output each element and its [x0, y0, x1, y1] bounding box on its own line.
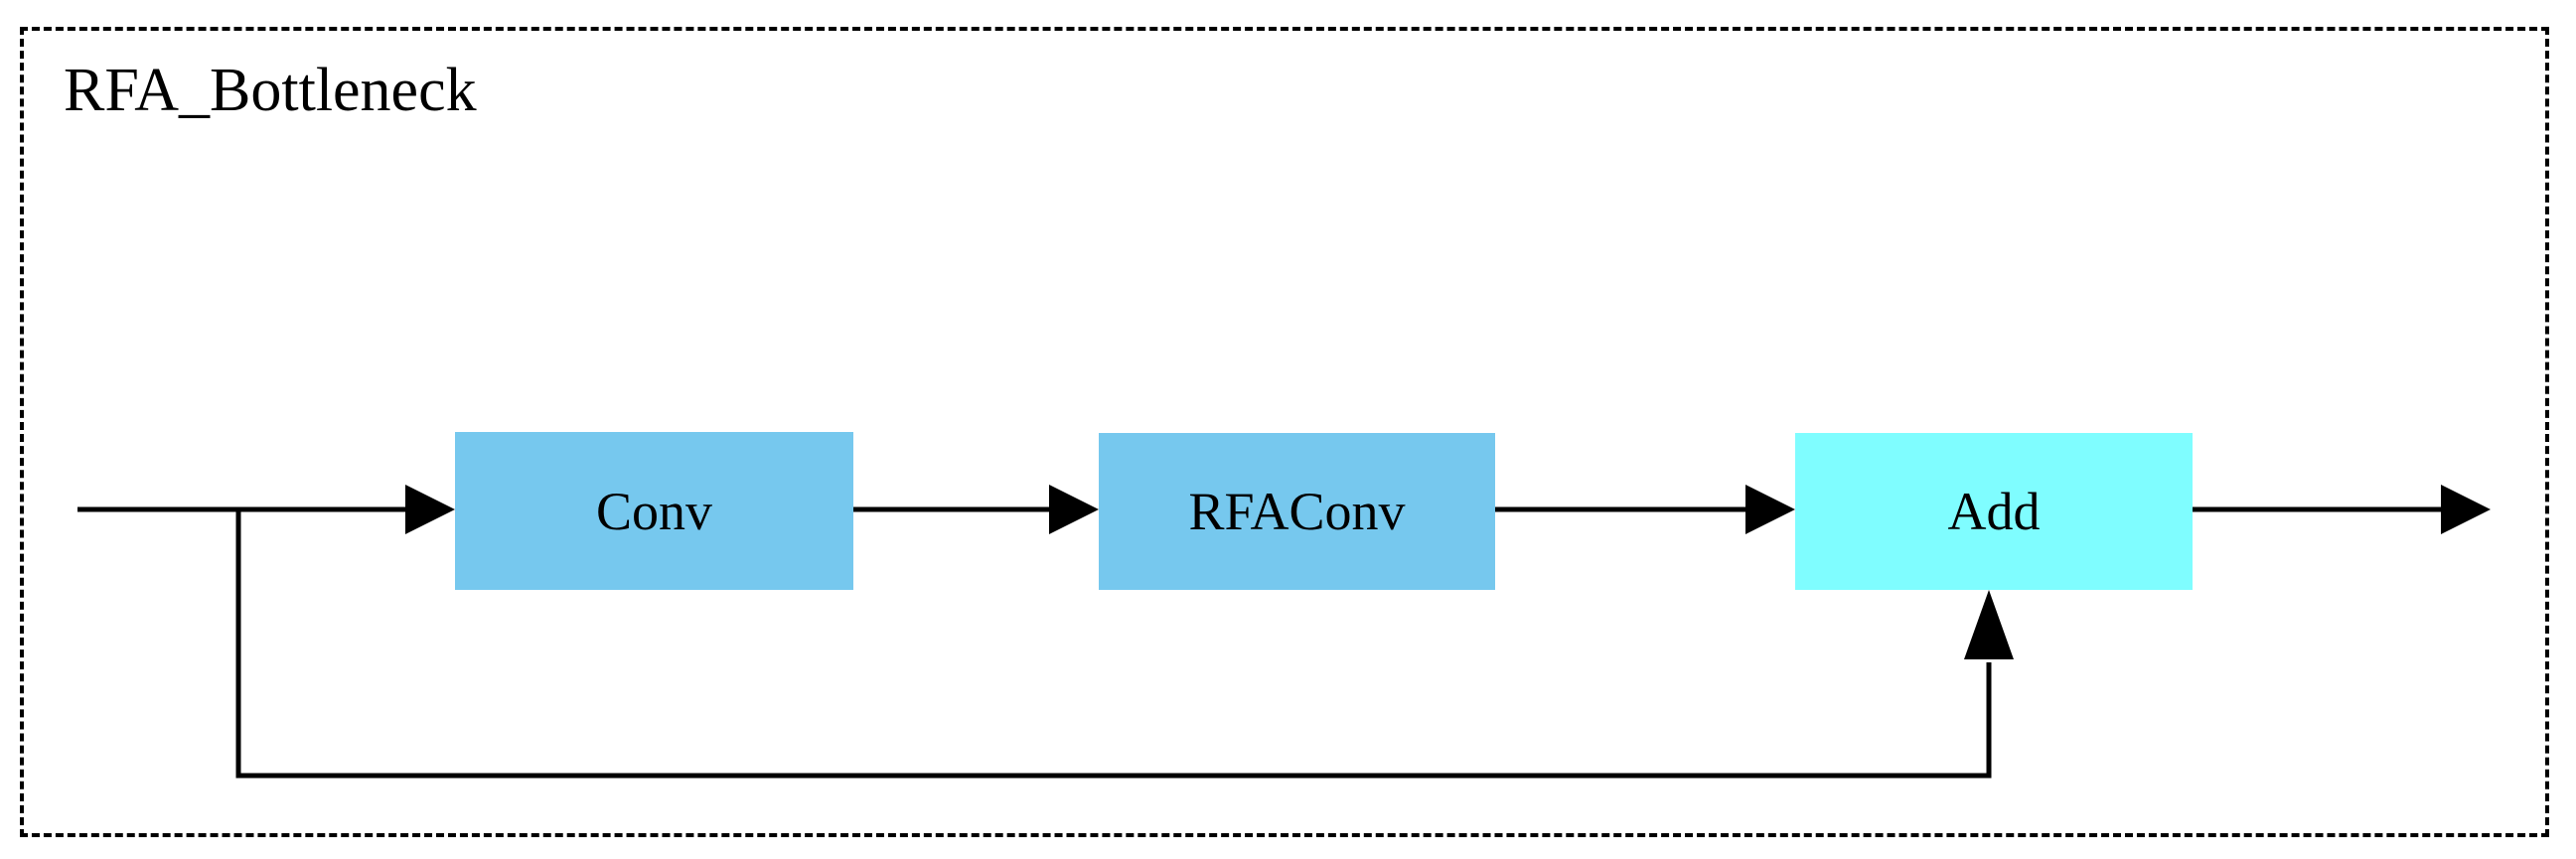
group-frame-rfa-bottleneck	[20, 27, 2549, 837]
node-rfaconv[interactable]: RFAConv	[1099, 433, 1495, 590]
node-add-label: Add	[1947, 482, 2041, 541]
group-title: RFA_Bottleneck	[64, 57, 477, 124]
node-rfaconv-label: RFAConv	[1188, 482, 1406, 541]
node-conv-label: Conv	[595, 481, 713, 541]
node-conv[interactable]: Conv	[455, 432, 853, 590]
node-add[interactable]: Add	[1795, 433, 2193, 590]
